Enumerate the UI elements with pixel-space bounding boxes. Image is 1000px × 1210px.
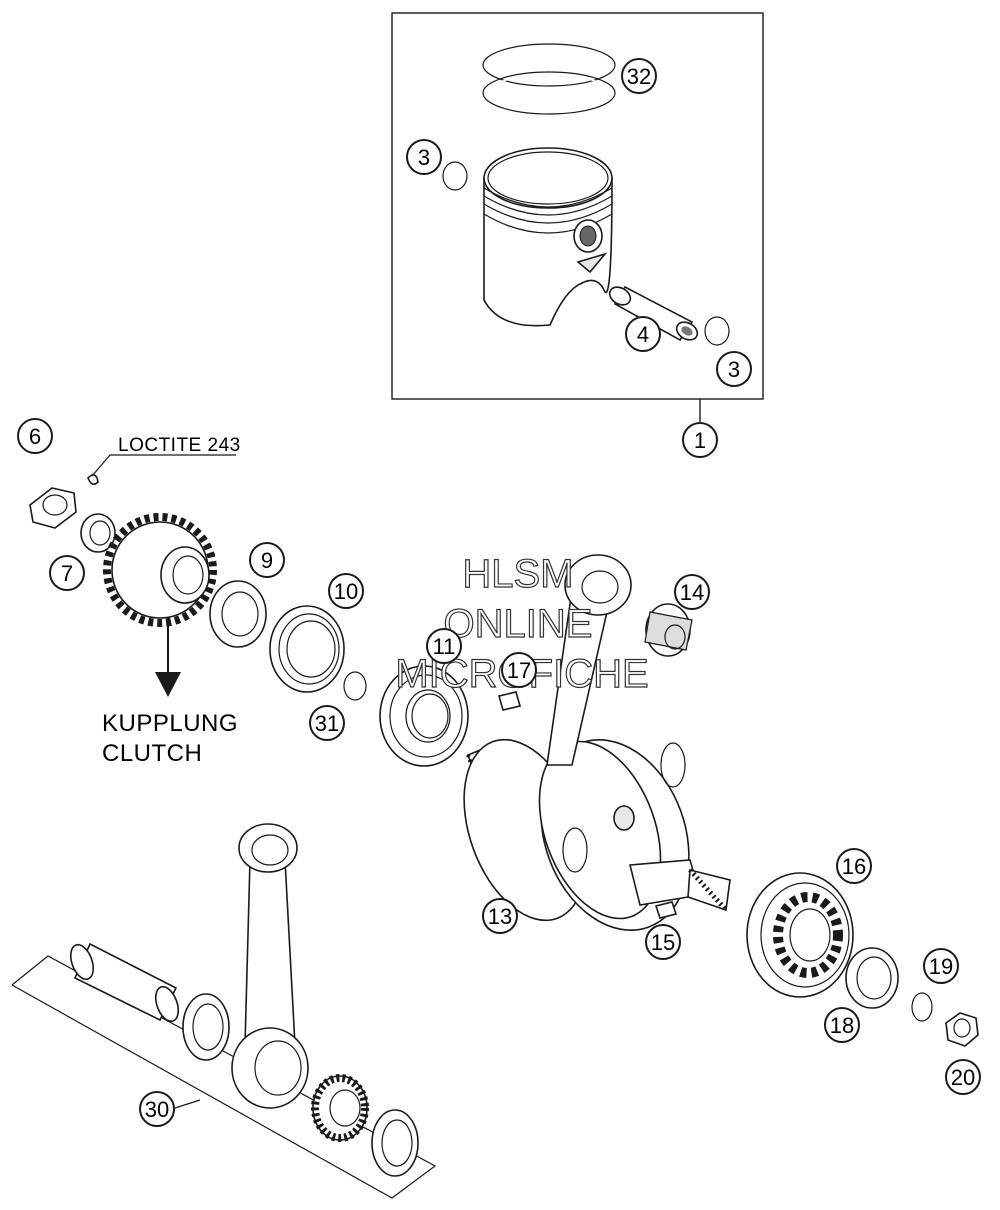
spacer-9: [209, 580, 267, 648]
loctite-note: LOCTITE 243: [118, 435, 241, 456]
callout-19: 19: [923, 948, 959, 984]
crank-nut-right-20: [945, 1012, 979, 1047]
svg-text:1: 1: [694, 428, 706, 453]
washer-18: [845, 947, 899, 1009]
ball-bearing-11: [379, 665, 469, 767]
needle-bearing-14: [644, 603, 693, 657]
piston-pin: [608, 285, 699, 342]
callout-7: 7: [49, 555, 85, 591]
lock-washer-19: [911, 992, 933, 1022]
svg-text:10: 10: [334, 579, 358, 604]
woodruff-key-17: [498, 691, 521, 711]
callout-15: 15: [645, 924, 681, 960]
watermark-line2: ONLINE: [444, 602, 593, 646]
svg-text:14: 14: [680, 580, 704, 605]
svg-text:7: 7: [61, 561, 73, 586]
svg-text:31: 31: [315, 711, 339, 736]
callout-11: 11: [426, 628, 462, 664]
svg-text:19: 19: [929, 954, 953, 979]
primary-gear: [103, 513, 217, 627]
svg-text:17: 17: [507, 658, 531, 683]
piston: [483, 147, 613, 327]
crankshaft-13: [463, 738, 731, 931]
clutch-label-en: CLUTCH: [102, 740, 202, 767]
callout-31: 31: [309, 705, 345, 741]
callout-17: 17: [501, 652, 537, 688]
clutch-arrow: [155, 618, 181, 697]
leader-lines: [91, 454, 236, 1109]
svg-text:18: 18: [830, 1013, 854, 1038]
shaft-seal-10: [269, 605, 345, 693]
circlip-right: [704, 316, 730, 346]
piston-rings: [482, 43, 616, 115]
conrod-needle-bearing: [311, 1074, 369, 1142]
o-ring-31: [343, 671, 367, 701]
callout-30: 30: [139, 1091, 175, 1127]
lock-washer-7: [80, 513, 116, 553]
conrod-set-30: [11, 823, 437, 1199]
callout-14: 14: [674, 574, 710, 610]
connecting-rod-upper: [546, 554, 632, 766]
callout-18: 18: [824, 1007, 860, 1043]
callout-32: 32: [621, 58, 657, 94]
callout-10: 10: [328, 573, 364, 609]
callout-3b: 3: [716, 351, 752, 387]
svg-text:30: 30: [145, 1097, 169, 1122]
connecting-rod: [231, 823, 309, 1109]
svg-text:15: 15: [651, 930, 675, 955]
callout-20: 20: [945, 1059, 981, 1095]
callout-9: 9: [249, 542, 285, 578]
callout-3a: 3: [406, 139, 442, 175]
callout-16: 16: [836, 848, 872, 884]
clutch-label-de: KUPPLUNG: [102, 710, 238, 737]
svg-text:13: 13: [488, 904, 512, 929]
thrust-washer-right: [371, 1109, 419, 1177]
woodruff-key-15: [654, 901, 678, 919]
svg-text:16: 16: [842, 854, 866, 879]
crank-pin: [69, 942, 180, 1023]
piston-kit-group: [391, 12, 764, 422]
woodruff-key-small: [87, 474, 99, 486]
thrust-washer-left: [182, 993, 230, 1061]
svg-text:3: 3: [418, 145, 430, 170]
svg-text:4: 4: [637, 322, 649, 347]
svg-text:6: 6: [29, 424, 41, 449]
watermark-line1: HLSM: [462, 552, 573, 596]
watermark: HLSM ONLINE MICROFICHE: [395, 551, 650, 696]
svg-text:11: 11: [433, 634, 456, 659]
callout-1: 1: [682, 422, 718, 458]
crank-nut-left: [29, 487, 77, 529]
callout-markers: 1 3 3 4 6 7 9 10 11 13 14 15 16 17 18 19…: [17, 58, 981, 1127]
callout-13: 13: [482, 898, 518, 934]
group-frame: [391, 12, 764, 400]
circlip-left: [442, 161, 468, 191]
callout-4: 4: [625, 316, 661, 352]
roller-bearing-16: [746, 872, 854, 998]
svg-text:3: 3: [728, 357, 740, 382]
callout-6: 6: [17, 418, 53, 454]
svg-text:9: 9: [261, 548, 273, 573]
svg-text:32: 32: [627, 64, 651, 89]
svg-text:20: 20: [951, 1065, 975, 1090]
